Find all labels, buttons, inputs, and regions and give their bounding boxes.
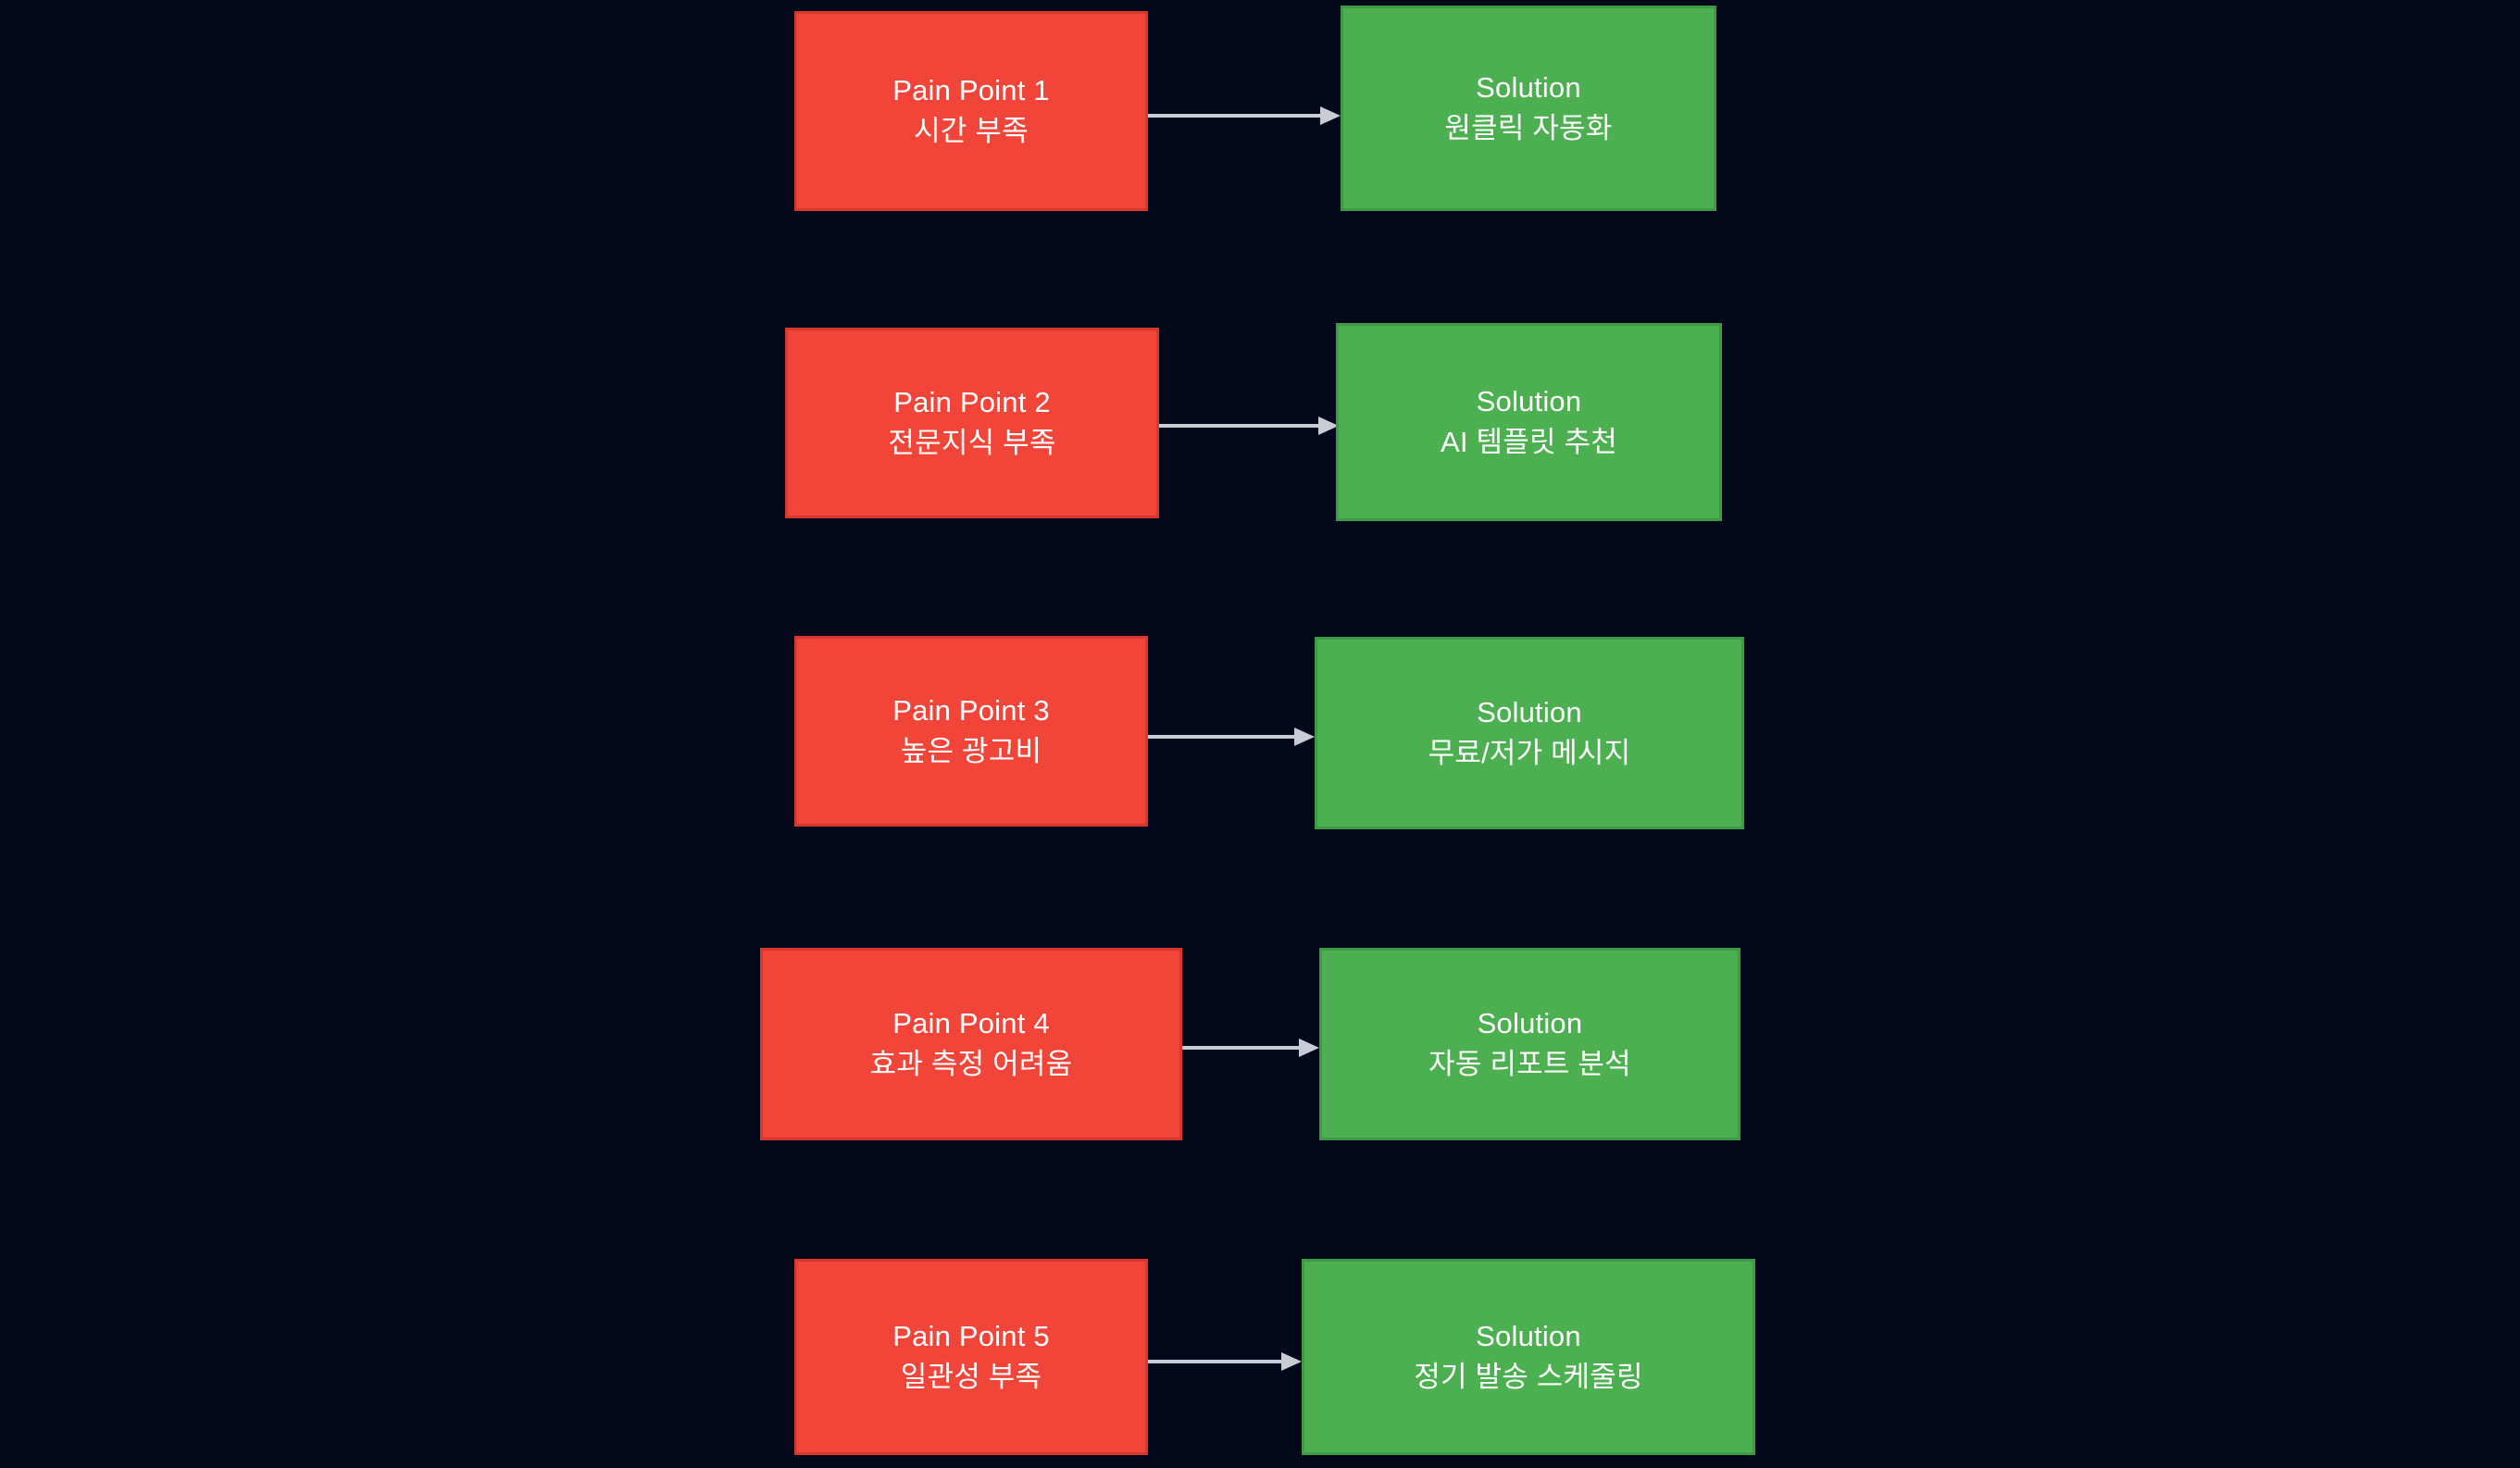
solution-title-5: Solution	[1476, 1319, 1581, 1352]
pain-point-title-1: Pain Point 1	[892, 73, 1050, 106]
solution-title-1: Solution	[1476, 70, 1581, 104]
connector-arrow-2	[1159, 415, 1339, 437]
pain-point-title-3: Pain Point 3	[892, 693, 1050, 727]
solution-node-3[interactable]: Solution 무료/저가 메시지	[1315, 637, 1744, 829]
connector-arrow-1	[1148, 105, 1341, 127]
solution-title-4: Solution	[1477, 1006, 1583, 1039]
solution-detail-3: 무료/저가 메시지	[1428, 737, 1631, 769]
solution-title-2: Solution	[1476, 384, 1582, 417]
pain-point-node-4[interactable]: Pain Point 4 효과 측정 어려움	[760, 948, 1182, 1140]
solution-node-4[interactable]: Solution 자동 리포트 분석	[1319, 948, 1740, 1140]
pain-point-detail-2: 전문지식 부족	[888, 427, 1056, 459]
solution-detail-1: 원클릭 자동화	[1444, 112, 1613, 144]
pain-point-title-4: Pain Point 4	[892, 1006, 1050, 1039]
pain-point-detail-5: 일관성 부족	[900, 1361, 1042, 1393]
pain-point-title-2: Pain Point 2	[893, 385, 1051, 418]
connector-arrow-4	[1182, 1037, 1319, 1059]
solution-detail-2: AI 템플릿 추천	[1441, 426, 1617, 458]
solution-node-5[interactable]: Solution 정기 발송 스케줄링	[1302, 1259, 1755, 1455]
pain-point-node-3[interactable]: Pain Point 3 높은 광고비	[794, 636, 1148, 827]
solution-node-2[interactable]: Solution AI 템플릿 추천	[1336, 323, 1722, 521]
pain-point-title-5: Pain Point 5	[892, 1319, 1050, 1352]
pain-point-detail-4: 효과 측정 어려움	[869, 1048, 1073, 1080]
connector-arrow-5	[1148, 1350, 1302, 1373]
solution-title-3: Solution	[1477, 695, 1582, 728]
pain-point-detail-3: 높은 광고비	[900, 735, 1042, 767]
pain-point-node-2[interactable]: Pain Point 2 전문지식 부족	[785, 328, 1159, 518]
pain-point-node-5[interactable]: Pain Point 5 일관성 부족	[794, 1259, 1148, 1455]
connector-arrow-3	[1148, 726, 1315, 748]
pain-point-node-1[interactable]: Pain Point 1 시간 부족	[794, 11, 1148, 211]
solution-detail-4: 자동 리포트 분석	[1428, 1048, 1631, 1080]
solution-detail-5: 정기 발송 스케줄링	[1414, 1361, 1643, 1393]
pain-point-detail-1: 시간 부족	[914, 115, 1029, 147]
solution-node-1[interactable]: Solution 원클릭 자동화	[1341, 6, 1716, 211]
